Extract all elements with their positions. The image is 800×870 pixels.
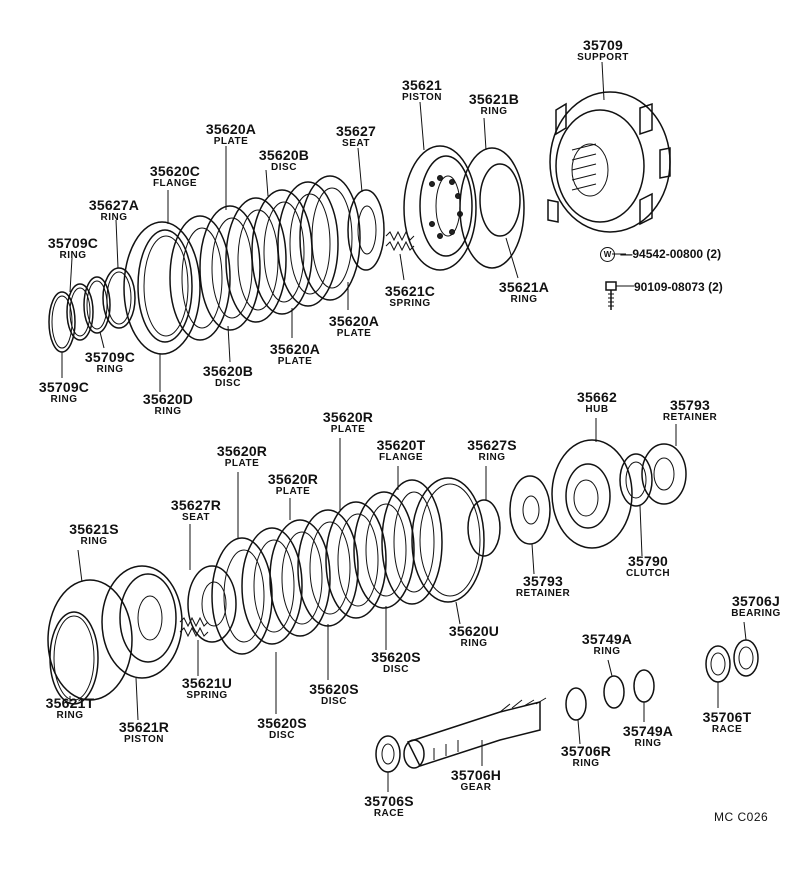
snap-ring-35709c-b [66, 283, 94, 341]
snap-ring-35627a [102, 267, 136, 329]
retainer-35793-b [641, 443, 687, 505]
hub-35662 [551, 439, 633, 549]
ring-35706r [565, 687, 587, 721]
clutch-35790 [619, 453, 653, 507]
piston-35621 [403, 145, 477, 271]
retainer-35793-a [509, 475, 551, 545]
ring-35627s [467, 499, 501, 557]
race-35706t [705, 645, 731, 683]
clutch-pack-lower [211, 491, 415, 655]
seat-35627 [347, 189, 385, 271]
race-35706s [375, 735, 401, 773]
snap-ring-35709c-c [83, 276, 111, 334]
ring-35621t [49, 611, 99, 705]
flange-35620c [123, 221, 201, 355]
leader-lines-upper [61, 61, 634, 392]
ring-35749a-b [633, 669, 655, 703]
diagram-code: MC C026 [714, 810, 769, 824]
spring-35621u [179, 616, 209, 638]
bearing-35706j [733, 639, 759, 677]
ring-35621b [459, 147, 525, 269]
washer-icon: W [600, 247, 615, 263]
clutch-pack-upper [169, 175, 361, 341]
piston-35621r [101, 565, 183, 679]
hardware-bolt: 90109-08073 (2) [634, 280, 723, 294]
seat-35627r [187, 565, 237, 643]
hardware-washer: W —94542-00800 (2) [600, 247, 721, 263]
ring-35621s [47, 579, 133, 701]
bolt-icon [605, 281, 617, 310]
flange-35620t [381, 479, 443, 605]
ring-35749a-a [603, 675, 625, 709]
leader-lines-lower [69, 418, 747, 792]
ring-35620u [411, 477, 485, 603]
gear-35706h [403, 697, 547, 769]
support-35709 [547, 91, 671, 233]
ring-35621a [479, 163, 521, 237]
